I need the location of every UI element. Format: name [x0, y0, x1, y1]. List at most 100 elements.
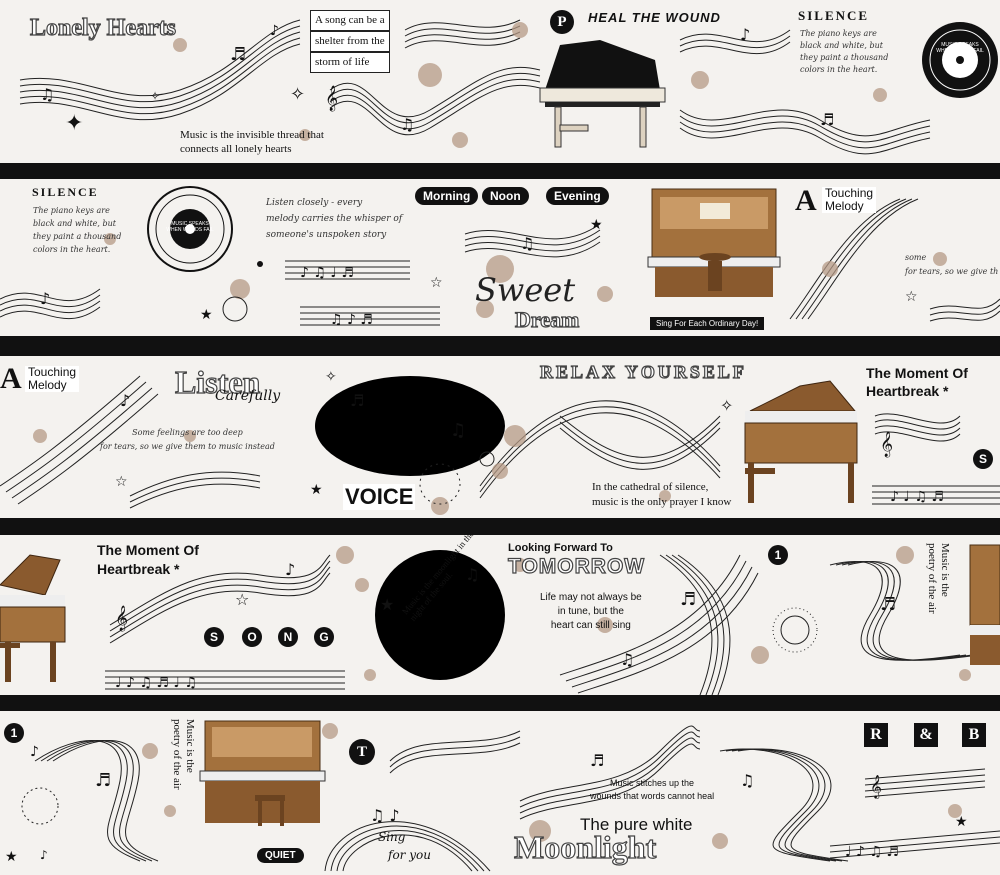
song-letter-g: G — [314, 627, 334, 647]
svg-text:♩ ♪ ♫ ♬: ♩ ♪ ♫ ♬ — [845, 844, 899, 860]
pill-noon: Noon — [482, 187, 529, 205]
washi-strip-2: ♪ ♫ ♩ ♬♫ ♪ ♬♫♪★☆☆★ SILENCE The piano key… — [0, 179, 1000, 336]
voice-title: VOICE — [343, 484, 416, 510]
song-shelter-quote: A song can be a shelter from the storm o… — [310, 10, 390, 73]
silence-title: SILENCE — [798, 8, 870, 23]
upright-piano-icon — [647, 188, 781, 297]
svg-text:♪: ♪ — [285, 560, 295, 579]
sweet-script: Sweet — [475, 271, 576, 309]
svg-text:♪: ♪ — [40, 289, 50, 308]
strip2-decor: ♪ ♫ ♩ ♬ ♫ ♪ ♬ ♫ ♪ ★ ☆ ☆ ★ — [0, 186, 1000, 328]
svg-text:✧: ✧ — [720, 396, 733, 415]
song-letter-s: S — [204, 627, 224, 647]
svg-text:𝄞: 𝄞 — [325, 85, 338, 111]
svg-text:♫: ♫ — [465, 565, 479, 584]
record-label: MUSIC SPEAKS WHEN WORDS FAIL — [166, 221, 214, 233]
quiet-pill: QUIET — [257, 848, 304, 863]
svg-text:♬: ♬ — [590, 751, 604, 770]
svg-text:♫: ♫ — [740, 771, 754, 790]
rb-letter-b: B — [962, 723, 986, 747]
strip1-decor: ♫♬♪𝄞♫♪♬ ✧✦✧ — [19, 19, 998, 155]
cathedral-quote: In the cathedral of silence,music is the… — [592, 481, 732, 508]
svg-text:★: ★ — [955, 814, 968, 830]
svg-text:✧: ✧ — [325, 369, 337, 385]
svg-text:♬: ♬ — [880, 594, 896, 615]
number-badge: 1 — [768, 545, 788, 565]
record-label: MUSIC SPEAKS WHEN WORDS FAIL — [936, 42, 984, 54]
svg-text:✦: ✦ — [65, 111, 83, 136]
svg-text:★: ★ — [590, 217, 603, 233]
svg-text:✧: ✧ — [290, 84, 305, 105]
svg-text:𝄞: 𝄞 — [880, 431, 893, 457]
rb-letter-r: R — [864, 723, 888, 747]
song-letter-n: N — [278, 627, 298, 647]
strip4-decor: 𝄞♩ ♪ ♫ ♬ ♩ ♫♪♫♬♫♬☆★ — [0, 544, 1000, 695]
p-badge: P — [550, 10, 574, 34]
rb-letter-amp: & — [914, 723, 938, 747]
vinyl-record-icon — [922, 22, 998, 98]
pill-evening: Evening — [546, 187, 609, 205]
svg-text:♪: ♪ — [30, 744, 39, 760]
svg-text:♬: ♬ — [680, 589, 696, 610]
dream-title: Dream — [514, 306, 580, 332]
lonely-hearts-title: Lonely Hearts — [29, 14, 176, 41]
svg-text:♫: ♫ — [40, 85, 54, 104]
svg-text:♪: ♪ — [40, 848, 48, 862]
svg-text:♫: ♫ — [520, 234, 534, 253]
svg-text:♫: ♫ — [400, 115, 414, 134]
svg-text:♬: ♬ — [350, 391, 364, 410]
silence-title: SILENCE — [32, 185, 99, 199]
touching-a: A — [795, 184, 817, 217]
svg-text:★: ★ — [5, 849, 18, 865]
heal-wound-title: HEAL THE WOUND — [588, 10, 721, 25]
svg-text:♫: ♫ — [450, 420, 466, 441]
number-badge: 1 — [4, 723, 24, 743]
svg-text:𝄞: 𝄞 — [115, 605, 128, 631]
looking-forward: Looking Forward To — [508, 542, 613, 554]
svg-text:✧: ✧ — [150, 89, 160, 103]
relax-yourself-title: RELAX YOURSELF — [539, 361, 747, 382]
svg-text:★: ★ — [200, 307, 213, 323]
touching-a: A — [0, 362, 22, 395]
svg-text:♪ ♫ ♩ ♬: ♪ ♫ ♩ ♬ — [300, 265, 354, 281]
svg-text:☆: ☆ — [905, 289, 918, 305]
svg-text:★: ★ — [310, 482, 323, 498]
svg-text:☆: ☆ — [235, 590, 249, 609]
upright-piano-icon — [199, 720, 326, 826]
t-badge: T — [349, 739, 375, 765]
svg-text:♪ ♩ ♫ ♬: ♪ ♩ ♫ ♬ — [890, 489, 944, 505]
pill-morning: Morning — [415, 187, 479, 205]
strip5-decor: ♪ ♬ ♫ ♪ ♬ 𝄞 ♫ ♩ ♪ ♫ ♬ ★ ★ ♪ — [5, 720, 1000, 872]
svg-text:★: ★ — [380, 595, 394, 614]
svg-text:☆: ☆ — [430, 275, 443, 291]
svg-text:♫ ♪: ♫ ♪ — [370, 806, 400, 825]
svg-text:☆: ☆ — [115, 474, 128, 490]
grand-piano-icon — [744, 380, 858, 503]
svg-text:♬: ♬ — [95, 770, 111, 791]
invisible-thread-quote: Music is the invisible thread that conne… — [180, 129, 324, 155]
svg-text:𝄞: 𝄞 — [870, 774, 882, 799]
svg-text:♫ ♪ ♬: ♫ ♪ ♬ — [330, 312, 373, 328]
vinyl-record-icon — [147, 186, 233, 272]
upright-piano-icon — [969, 544, 1000, 665]
svg-text:♬: ♬ — [820, 110, 834, 129]
moonlight-title: Moonlight — [513, 828, 657, 865]
svg-text:♪: ♪ — [270, 23, 279, 39]
washi-strip-1: ♫♬♪𝄞♫♪♬ ✧✦✧ Lonely Hearts A song can be … — [0, 0, 1000, 163]
svg-text:♫: ♫ — [620, 650, 634, 669]
song-letter-o: O — [242, 627, 262, 647]
